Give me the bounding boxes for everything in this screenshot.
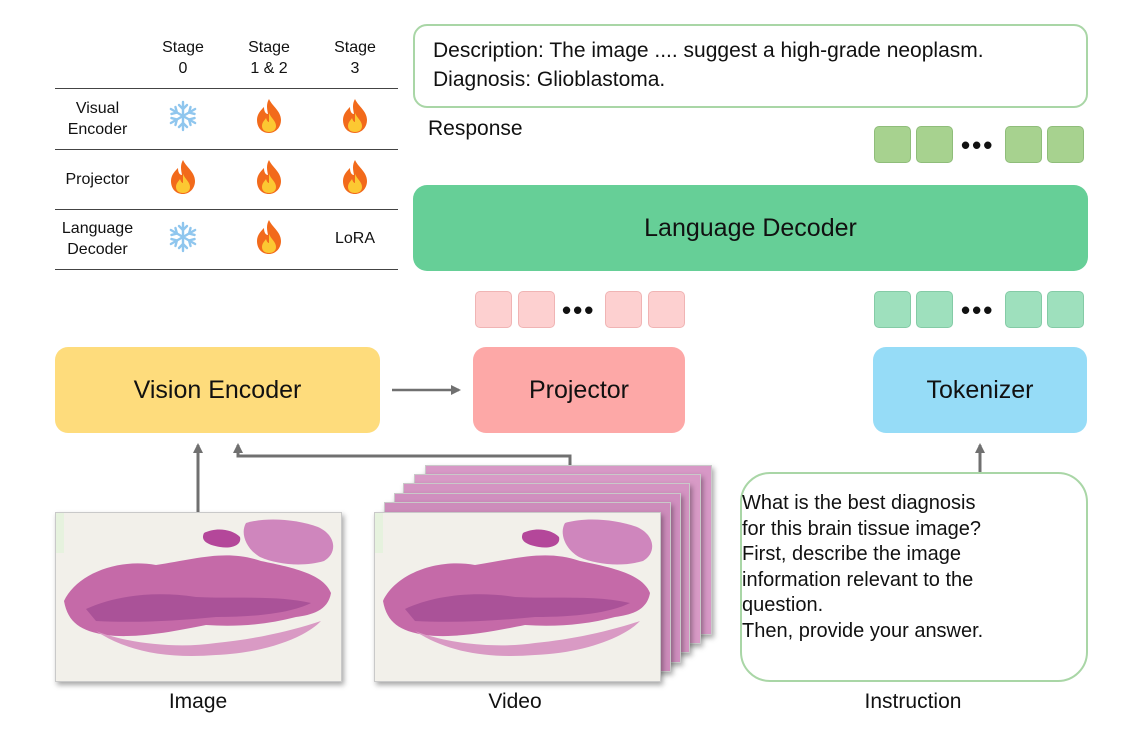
ellipsis-dots: ••• [961, 130, 995, 160]
output-token [1005, 126, 1042, 163]
response-text-box: Description: The image .... suggest a hi… [413, 24, 1088, 108]
response-diagnosis: Diagnosis: Glioblastoma. [433, 68, 666, 91]
vision-encoder-label: Vision Encoder [133, 375, 302, 404]
tokenizer-block: Tokenizer [873, 347, 1087, 433]
stage-0-header: Stage 0 [162, 38, 204, 77]
stage-3-header: Stage 3 [334, 38, 376, 77]
training-stage-table: Stage 0 Stage 1 & 2 Stage 3 Visual Encod… [55, 27, 398, 271]
projector-block: Projector [473, 347, 685, 433]
table-row-language-decoder: Language Decoder LoRA [55, 208, 398, 271]
instruction-caption: Instruction [864, 690, 962, 713]
text-token [916, 291, 953, 328]
text-token [1047, 291, 1084, 328]
visual-token [475, 291, 512, 328]
language-decoder-block: Language Decoder [413, 185, 1088, 271]
snowflake-icon [140, 88, 226, 149]
row-label-language-decoder: Language Decoder [55, 208, 140, 271]
output-token [916, 126, 953, 163]
image-caption: Image [168, 690, 228, 713]
language-decoder-label: Language Decoder [644, 213, 857, 242]
instruction-text-box: What is the best diagnosis for this brai… [740, 472, 1088, 682]
fire-icon [226, 88, 312, 149]
fire-icon [140, 148, 226, 210]
tissue-slide-image [375, 513, 660, 681]
lora-label: LoRA [312, 208, 398, 271]
ellipsis-dots: ••• [562, 295, 596, 325]
ellipsis-dots: ••• [961, 295, 995, 325]
video-to-encoder-arrow [233, 443, 572, 465]
stage-1-2-header: Stage 1 & 2 [248, 38, 290, 77]
response-label: Response [428, 117, 523, 140]
projector-label: Projector [528, 375, 630, 404]
snowflake-icon [140, 208, 226, 271]
visual-token [648, 291, 685, 328]
visual-token [518, 291, 555, 328]
table-row-visual-encoder: Visual Encoder [55, 88, 398, 149]
video-frame [374, 512, 661, 682]
fire-icon [312, 148, 398, 210]
row-label-visual-encoder: Visual Encoder [55, 88, 140, 149]
image-thumbnail [55, 512, 342, 682]
vision-encoder-block: Vision Encoder [55, 347, 380, 433]
video-caption: Video [488, 690, 542, 713]
text-token [1005, 291, 1042, 328]
text-token [874, 291, 911, 328]
fire-icon [226, 148, 312, 210]
row-label-projector: Projector [55, 148, 140, 210]
tokenizer-label: Tokenizer [926, 375, 1034, 404]
visual-token [605, 291, 642, 328]
output-token [1047, 126, 1084, 163]
table-row-projector: Projector [55, 148, 398, 210]
fire-icon [226, 208, 312, 271]
fire-icon [312, 88, 398, 149]
response-description: Description: The image .... suggest a hi… [433, 39, 984, 62]
output-token [874, 126, 911, 163]
tissue-slide-image [56, 513, 341, 681]
